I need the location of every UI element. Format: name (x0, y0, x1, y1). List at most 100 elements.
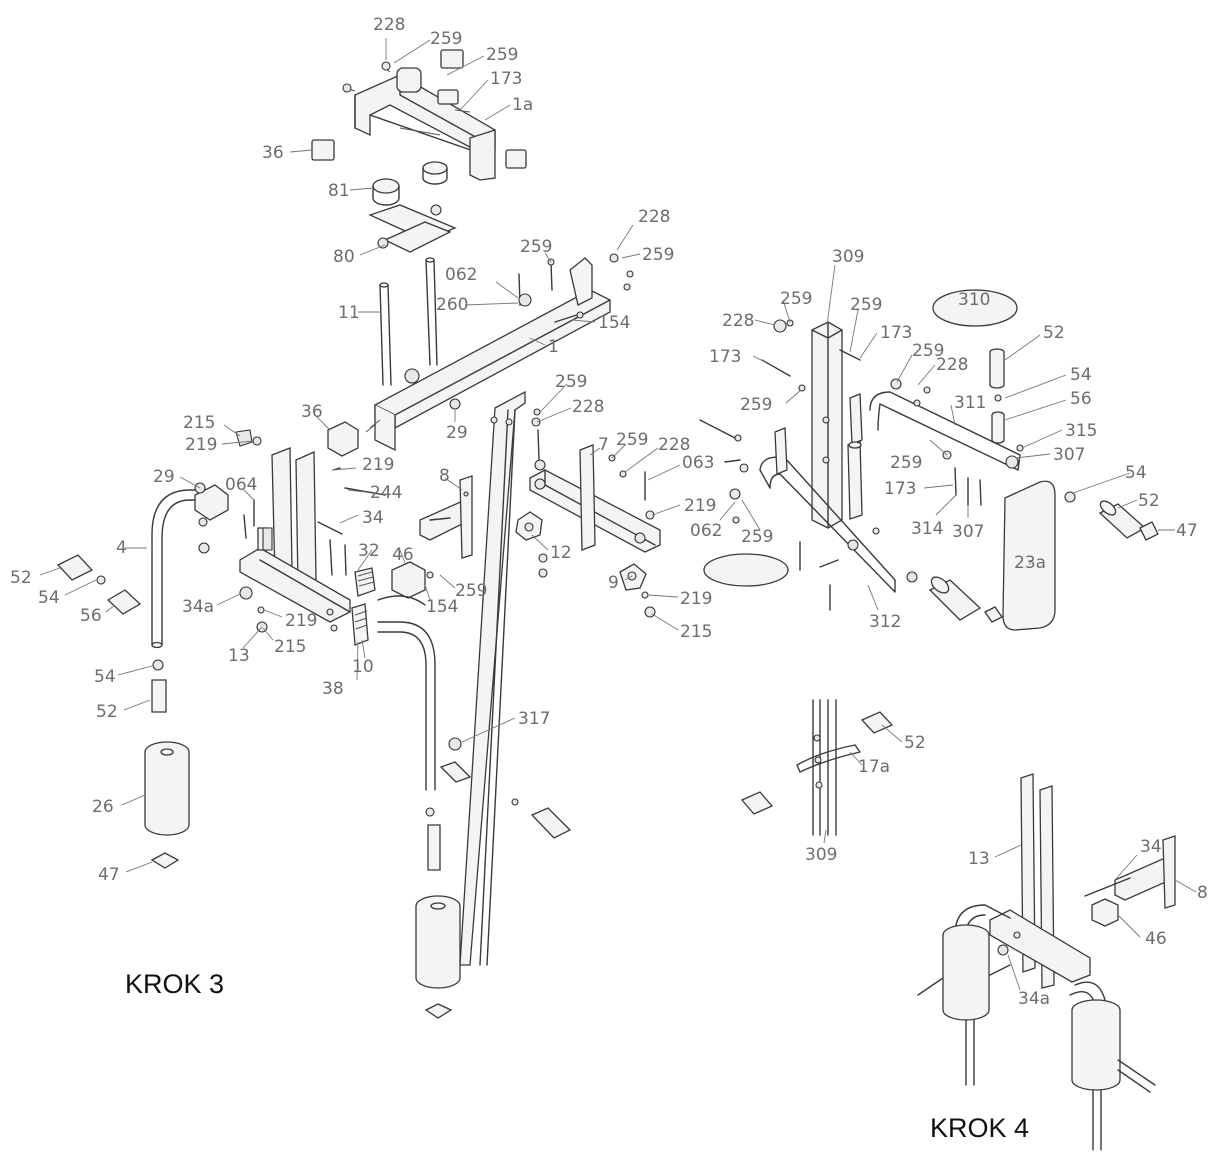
label-52: 52 (10, 568, 32, 588)
plate-80 (368, 204, 457, 253)
label-52: 52 (96, 702, 118, 722)
label-52: 52 (1138, 491, 1160, 511)
roller-52-far-right (1064, 491, 1159, 541)
label-11: 11 (338, 303, 360, 323)
label-309: 309 (805, 845, 837, 865)
label-314: 314 (911, 519, 943, 539)
label-260: 260 (436, 295, 468, 315)
pad-23a (1002, 480, 1056, 631)
label-80: 80 (333, 247, 355, 267)
label-34a: 34a (1018, 989, 1050, 1009)
label-259: 259 (850, 295, 882, 315)
cap-47-left (150, 852, 180, 869)
pad-26 (144, 741, 190, 836)
label-219: 219 (362, 455, 394, 475)
seat-pad-center (703, 553, 789, 587)
pad-310 (932, 289, 1018, 327)
label-32: 32 (358, 541, 380, 561)
label-54: 54 (1070, 365, 1092, 385)
label-173: 173 (880, 323, 912, 343)
label-173: 173 (709, 347, 741, 367)
label-34a: 34a (182, 597, 214, 617)
label-309: 309 (832, 247, 864, 267)
label-259: 259 (912, 341, 944, 361)
label-311: 311 (954, 393, 986, 413)
lower-tube-52-left (151, 659, 167, 713)
label-47: 47 (1176, 521, 1198, 541)
label-315: 315 (1065, 421, 1097, 441)
label-47: 47 (98, 865, 120, 885)
step-3-title: KROK 3 (125, 969, 224, 999)
label-54: 54 (1125, 463, 1147, 483)
label-259: 259 (455, 581, 487, 601)
upright-309 (811, 321, 843, 529)
label-52: 52 (1043, 323, 1065, 343)
upright-309-lower (740, 699, 894, 836)
label-219: 219 (680, 589, 712, 609)
hardware-right-cluster (699, 319, 982, 611)
label-154: 154 (426, 597, 458, 617)
label-317: 317 (518, 709, 550, 729)
pulley-12-9 (515, 511, 656, 618)
label-219: 219 (684, 496, 716, 516)
label-23a: 23a (1014, 553, 1046, 573)
label-26: 26 (92, 797, 114, 817)
label-34: 34 (1140, 837, 1162, 857)
roller-52-left (56, 554, 142, 615)
label-12: 12 (550, 543, 572, 563)
label-062: 062 (690, 521, 722, 541)
label-259: 259 (740, 395, 772, 415)
label-46: 46 (1145, 929, 1167, 949)
pipe-52-right-top (989, 348, 1005, 444)
label-219: 219 (185, 435, 217, 455)
step-4-title: KROK 4 (930, 1113, 1029, 1143)
label-173: 173 (490, 69, 522, 89)
label-310: 310 (958, 290, 990, 310)
label-307: 307 (1053, 445, 1085, 465)
frame-13 (239, 447, 351, 623)
label-312: 312 (869, 612, 901, 632)
block-46 (391, 561, 426, 599)
label-154: 154 (598, 313, 630, 333)
label-228: 228 (936, 355, 968, 375)
label-215: 215 (183, 413, 215, 433)
handle-4 (151, 482, 229, 649)
label-228: 228 (572, 397, 604, 417)
label-56: 56 (80, 606, 102, 626)
arm-7 (529, 444, 661, 553)
roller-right (928, 576, 1003, 623)
label-173: 173 (884, 479, 916, 499)
label-81: 81 (328, 181, 350, 201)
top-bracket-1a (342, 49, 527, 181)
label-13: 13 (968, 849, 990, 869)
label-36: 36 (262, 143, 284, 163)
label-54: 54 (94, 667, 116, 687)
label-219: 219 (285, 611, 317, 631)
label-228: 228 (373, 15, 405, 35)
label-17a: 17a (858, 757, 890, 777)
main-beam-1 (365, 257, 611, 452)
part-labels: 228 259 259 173 1a 36 81 80 228 259 062 … (10, 15, 1208, 1009)
label-36: 36 (301, 402, 323, 422)
label-8: 8 (439, 466, 450, 486)
label-8: 8 (1197, 883, 1208, 903)
label-215: 215 (680, 622, 712, 642)
pad-bottom-center (415, 895, 461, 1019)
label-1a: 1a (512, 95, 533, 115)
label-56: 56 (1070, 389, 1092, 409)
label-259: 259 (741, 527, 773, 547)
label-259: 259 (780, 289, 812, 309)
label-1: 1 (548, 337, 559, 357)
label-259: 259 (616, 430, 648, 450)
hardware-center-cluster (449, 253, 655, 520)
label-228: 228 (722, 311, 754, 331)
label-307: 307 (952, 522, 984, 542)
label-34: 34 (362, 508, 384, 528)
handle-right-317 (377, 595, 472, 871)
sleeve-81 (372, 161, 448, 206)
label-062: 062 (445, 265, 477, 285)
end-cap-36-top (311, 139, 335, 161)
label-46: 46 (392, 545, 414, 565)
label-259: 259 (890, 453, 922, 473)
